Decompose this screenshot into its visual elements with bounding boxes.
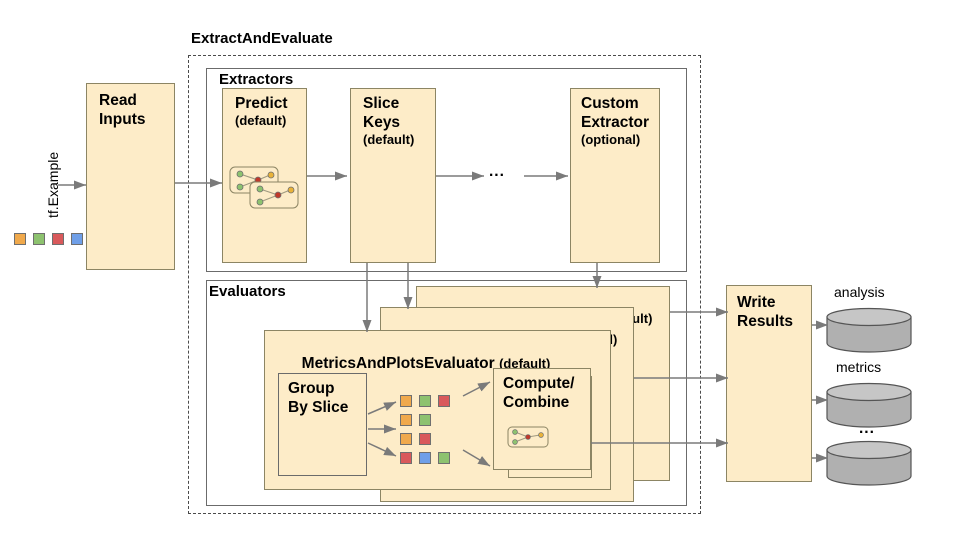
evaluators-title: Evaluators [209, 283, 286, 300]
slice-keys-qualifier: (default) [363, 132, 415, 147]
chip-orange [400, 414, 412, 426]
more-store[interactable] [826, 440, 912, 486]
extractor-slice-keys-box[interactable]: Slice Keys (default) [350, 88, 436, 263]
chip-red [400, 452, 412, 464]
extractor-custom-box[interactable]: Custom Extractor (optional) [570, 88, 660, 263]
read-inputs-line1: Read [99, 92, 137, 109]
group-by-slice-line1: Group [288, 380, 335, 397]
analysis-store-label: analysis [834, 284, 885, 300]
slice-keys-line1: Slice [363, 95, 400, 112]
custom-extractor-line2: Extractor [581, 114, 650, 131]
predict-title: Predict [235, 95, 288, 112]
compute-combine-line2: Combine [503, 394, 570, 411]
custom-extractor-qualifier: (optional) [581, 132, 641, 147]
analysis-store[interactable] [826, 307, 912, 353]
write-results-line2: Results [737, 313, 793, 330]
metrics-and-plots-evaluator-label: MetricsAndPlotsEvaluator [301, 354, 495, 372]
read-inputs-box[interactable]: Read Inputs [86, 83, 175, 270]
custom-extractor-line1: Custom [581, 95, 639, 112]
more-store-label: ... [859, 420, 875, 437]
slice-keys-line2: Keys [363, 114, 401, 131]
metrics-store[interactable] [826, 382, 912, 428]
predict-qualifier: (default) [235, 113, 287, 128]
slice-chip-grid [400, 395, 460, 464]
write-results-line1: Write [737, 294, 776, 311]
extractors-frame [206, 68, 687, 272]
chip-green [419, 414, 431, 426]
chip-blue [71, 233, 83, 245]
chip-red [52, 233, 64, 245]
evaluators-frame [206, 280, 687, 506]
compute-combine-line1: Compute/ [503, 375, 575, 392]
extractors-title: Extractors [219, 71, 294, 88]
write-results-box[interactable]: Write Results [726, 285, 812, 482]
metrics-and-plots-evaluator-qualifier: (default) [499, 355, 551, 371]
group-by-slice-box[interactable]: Group By Slice [278, 373, 367, 476]
graph-nodes-icon [229, 166, 299, 209]
chip-red [419, 433, 431, 445]
input-chips [14, 233, 84, 249]
extract-and-evaluate-title: ExtractAndEvaluate [191, 30, 333, 47]
chip-orange [400, 433, 412, 445]
read-inputs-line2: Inputs [99, 111, 146, 128]
graph-nodes-icon [507, 426, 549, 448]
extractor-ellipsis: ... [489, 163, 505, 180]
chip-blue [419, 452, 431, 464]
chip-orange [14, 233, 26, 245]
extractor-predict-box[interactable]: Predict (default) [222, 88, 307, 263]
extract-and-evaluate-frame [188, 55, 701, 514]
chip-green [419, 395, 431, 407]
metrics-store-label: metrics [836, 359, 882, 375]
chip-green [438, 452, 450, 464]
metrics-and-plots-evaluator-header: MetricsAndPlotsEvaluator (default) [275, 337, 551, 391]
chip-green [33, 233, 45, 245]
compute-combine-box[interactable]: Compute/ Combine [493, 368, 591, 470]
chip-orange [400, 395, 412, 407]
group-by-slice-line2: By Slice [288, 399, 349, 416]
chip-red [438, 395, 450, 407]
